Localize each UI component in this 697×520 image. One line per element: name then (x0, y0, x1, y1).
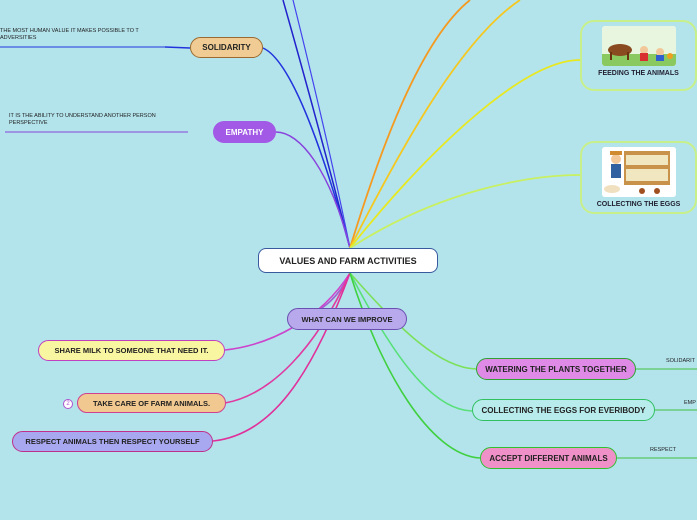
share-milk-node[interactable]: SHARE MILK TO SOMEONE THAT NEED IT. (38, 340, 225, 361)
collecting-eggs-card[interactable]: COLLECTING THE EGGS (580, 141, 697, 214)
feeding-animals-card[interactable]: FEEDING THE ANIMALS (580, 20, 697, 91)
solidarity-note: THE MOST HUMAN VALUE IT MAKES POSSIBLE T… (0, 28, 139, 41)
farm-illustration (601, 26, 676, 66)
take-care-node[interactable]: TAKE CARE OF FARM ANIMALS. (77, 393, 226, 413)
accept-animals-node[interactable]: ACCEPT DIFFERENT ANIMALS (480, 447, 617, 469)
collecting-tag: EMP (684, 400, 696, 406)
collecting-eggs-label: COLLECTING THE EGGS (596, 201, 681, 208)
watering-tag: SOLIDARIT (666, 358, 696, 364)
central-topic[interactable]: VALUES AND FARM ACTIVITIES (258, 248, 438, 273)
solidarity-node[interactable]: SOLIDARITY (190, 37, 263, 58)
feeding-animals-label: FEEDING THE ANIMALS (598, 70, 679, 77)
empathy-note: IT IS THE ABILITY TO UNDERSTAND ANOTHER … (9, 113, 156, 126)
watering-plants-node[interactable]: WATERING THE PLANTS TOGETHER (476, 358, 636, 380)
collapse-count-badge[interactable]: 2 (63, 399, 73, 409)
feeding-animals-illustration (601, 26, 676, 66)
respect-animals-node[interactable]: RESPECT ANIMALS THEN RESPECT YOURSELF (12, 431, 213, 452)
collecting-eggs-illustration (601, 147, 676, 197)
henhouse-illustration (601, 147, 676, 197)
empathy-node[interactable]: EMPATHY (213, 121, 276, 143)
collecting-eggs-everybody-node[interactable]: COLLECTING THE EGGS FOR EVERIBODY (472, 399, 655, 421)
what-can-we-improve-node[interactable]: WHAT CAN WE IMPROVE (287, 308, 407, 330)
accept-tag: RESPECT (650, 447, 676, 453)
